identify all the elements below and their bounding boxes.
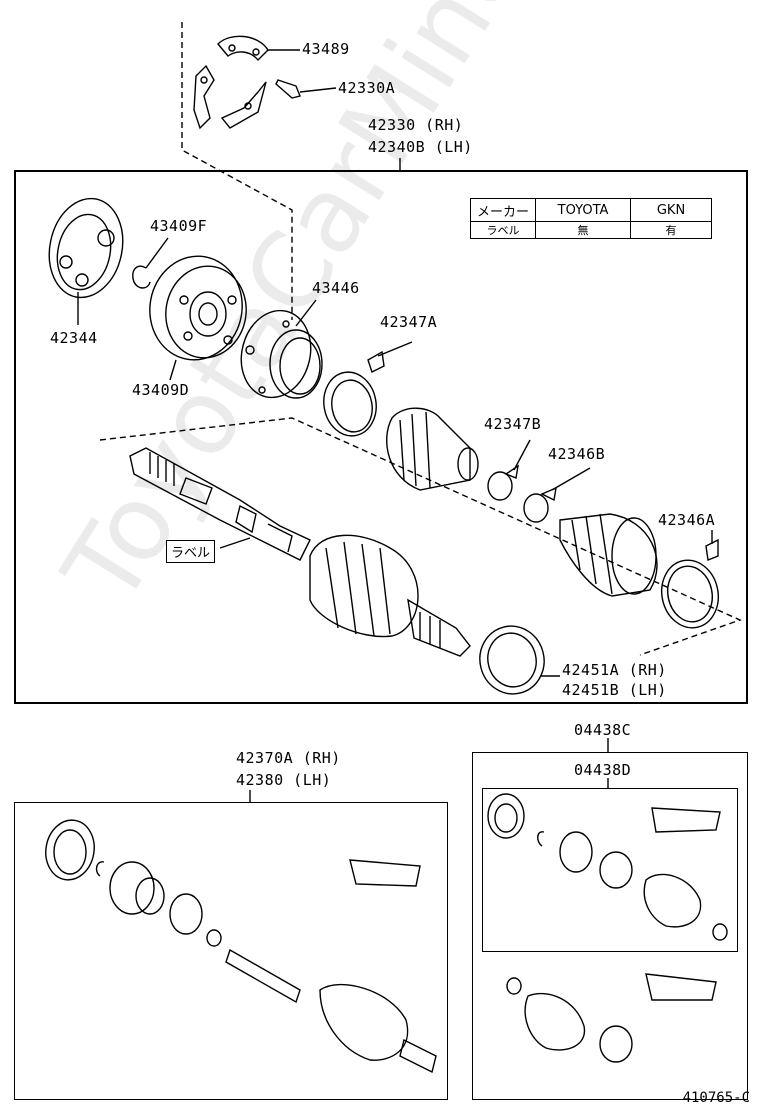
table-header-gkn: GKN	[630, 198, 713, 222]
dust-ring-42451	[479, 625, 560, 695]
table-header-toyota: TOYOTA	[535, 198, 632, 222]
bolt-42330A	[275, 79, 337, 99]
kit-label-04438D[interactable]: 04438D	[574, 761, 632, 779]
maker-label-table: メーカー TOYOTA GKN ラベル 無 有	[469, 198, 713, 239]
assembly-frame-lower	[14, 802, 448, 1100]
assembly-frame-main	[14, 170, 748, 704]
assembly-label-lh[interactable]: 42340B (LH)	[368, 138, 473, 156]
clamp-42347A	[323, 341, 413, 437]
part-label-42346A[interactable]: 42346A	[658, 511, 716, 529]
joint-cover-42344	[48, 197, 124, 325]
part-label-42451A[interactable]: 42451A (RH)	[562, 661, 667, 679]
table-cell-toyota-label: 無	[535, 221, 632, 239]
retainer-rings	[193, 64, 267, 130]
part-label-43409D[interactable]: 43409D	[132, 381, 190, 399]
assembly-label-42370A[interactable]: 42370A (RH)	[236, 749, 341, 767]
label-tag: ラベル	[166, 540, 216, 563]
clamp-42346A	[661, 530, 719, 629]
part-label-42330A[interactable]: 42330A	[338, 79, 396, 97]
outer-boot	[559, 513, 658, 597]
snap-ring-43409F	[132, 237, 169, 289]
part-label-43409F[interactable]: 43409F	[150, 217, 208, 235]
part-label-43446[interactable]: 43446	[312, 279, 360, 297]
figure-number: 410765-C	[682, 1090, 750, 1106]
part-label-42451B[interactable]: 42451B (LH)	[562, 681, 667, 699]
part-label-43489[interactable]: 43489	[302, 40, 350, 58]
part-label-42346B[interactable]: 42346B	[548, 445, 606, 463]
part-label-42344[interactable]: 42344	[50, 329, 98, 347]
inner-race-43409D	[149, 255, 247, 381]
lower-assembly-parts	[45, 819, 437, 1074]
assembly-label-42380[interactable]: 42380 (LH)	[236, 771, 332, 789]
kit-frame-inner	[482, 788, 738, 952]
clamp-42346B	[523, 467, 591, 523]
part-label-42347B[interactable]: 42347B	[484, 415, 542, 433]
outer-joint	[309, 534, 471, 657]
drive-shaft	[129, 447, 311, 561]
table-row-label: ラベル	[469, 221, 537, 239]
table-cell-gkn-label: 有	[630, 221, 713, 239]
dashed-guide-top	[181, 22, 293, 320]
kit-parts	[487, 793, 728, 1063]
table-header-maker: メーカー	[469, 198, 537, 222]
inner-boot	[386, 407, 479, 491]
kit-label-04438C[interactable]: 04438C	[574, 721, 632, 739]
clip-43489	[217, 35, 300, 62]
assembly-label-rh[interactable]: 42330 (RH)	[368, 116, 464, 134]
clamp-42347B	[487, 439, 531, 501]
part-label-42347A[interactable]: 42347A	[380, 313, 438, 331]
kit-frame-outer	[472, 752, 748, 1100]
outer-race-43446	[240, 299, 323, 399]
